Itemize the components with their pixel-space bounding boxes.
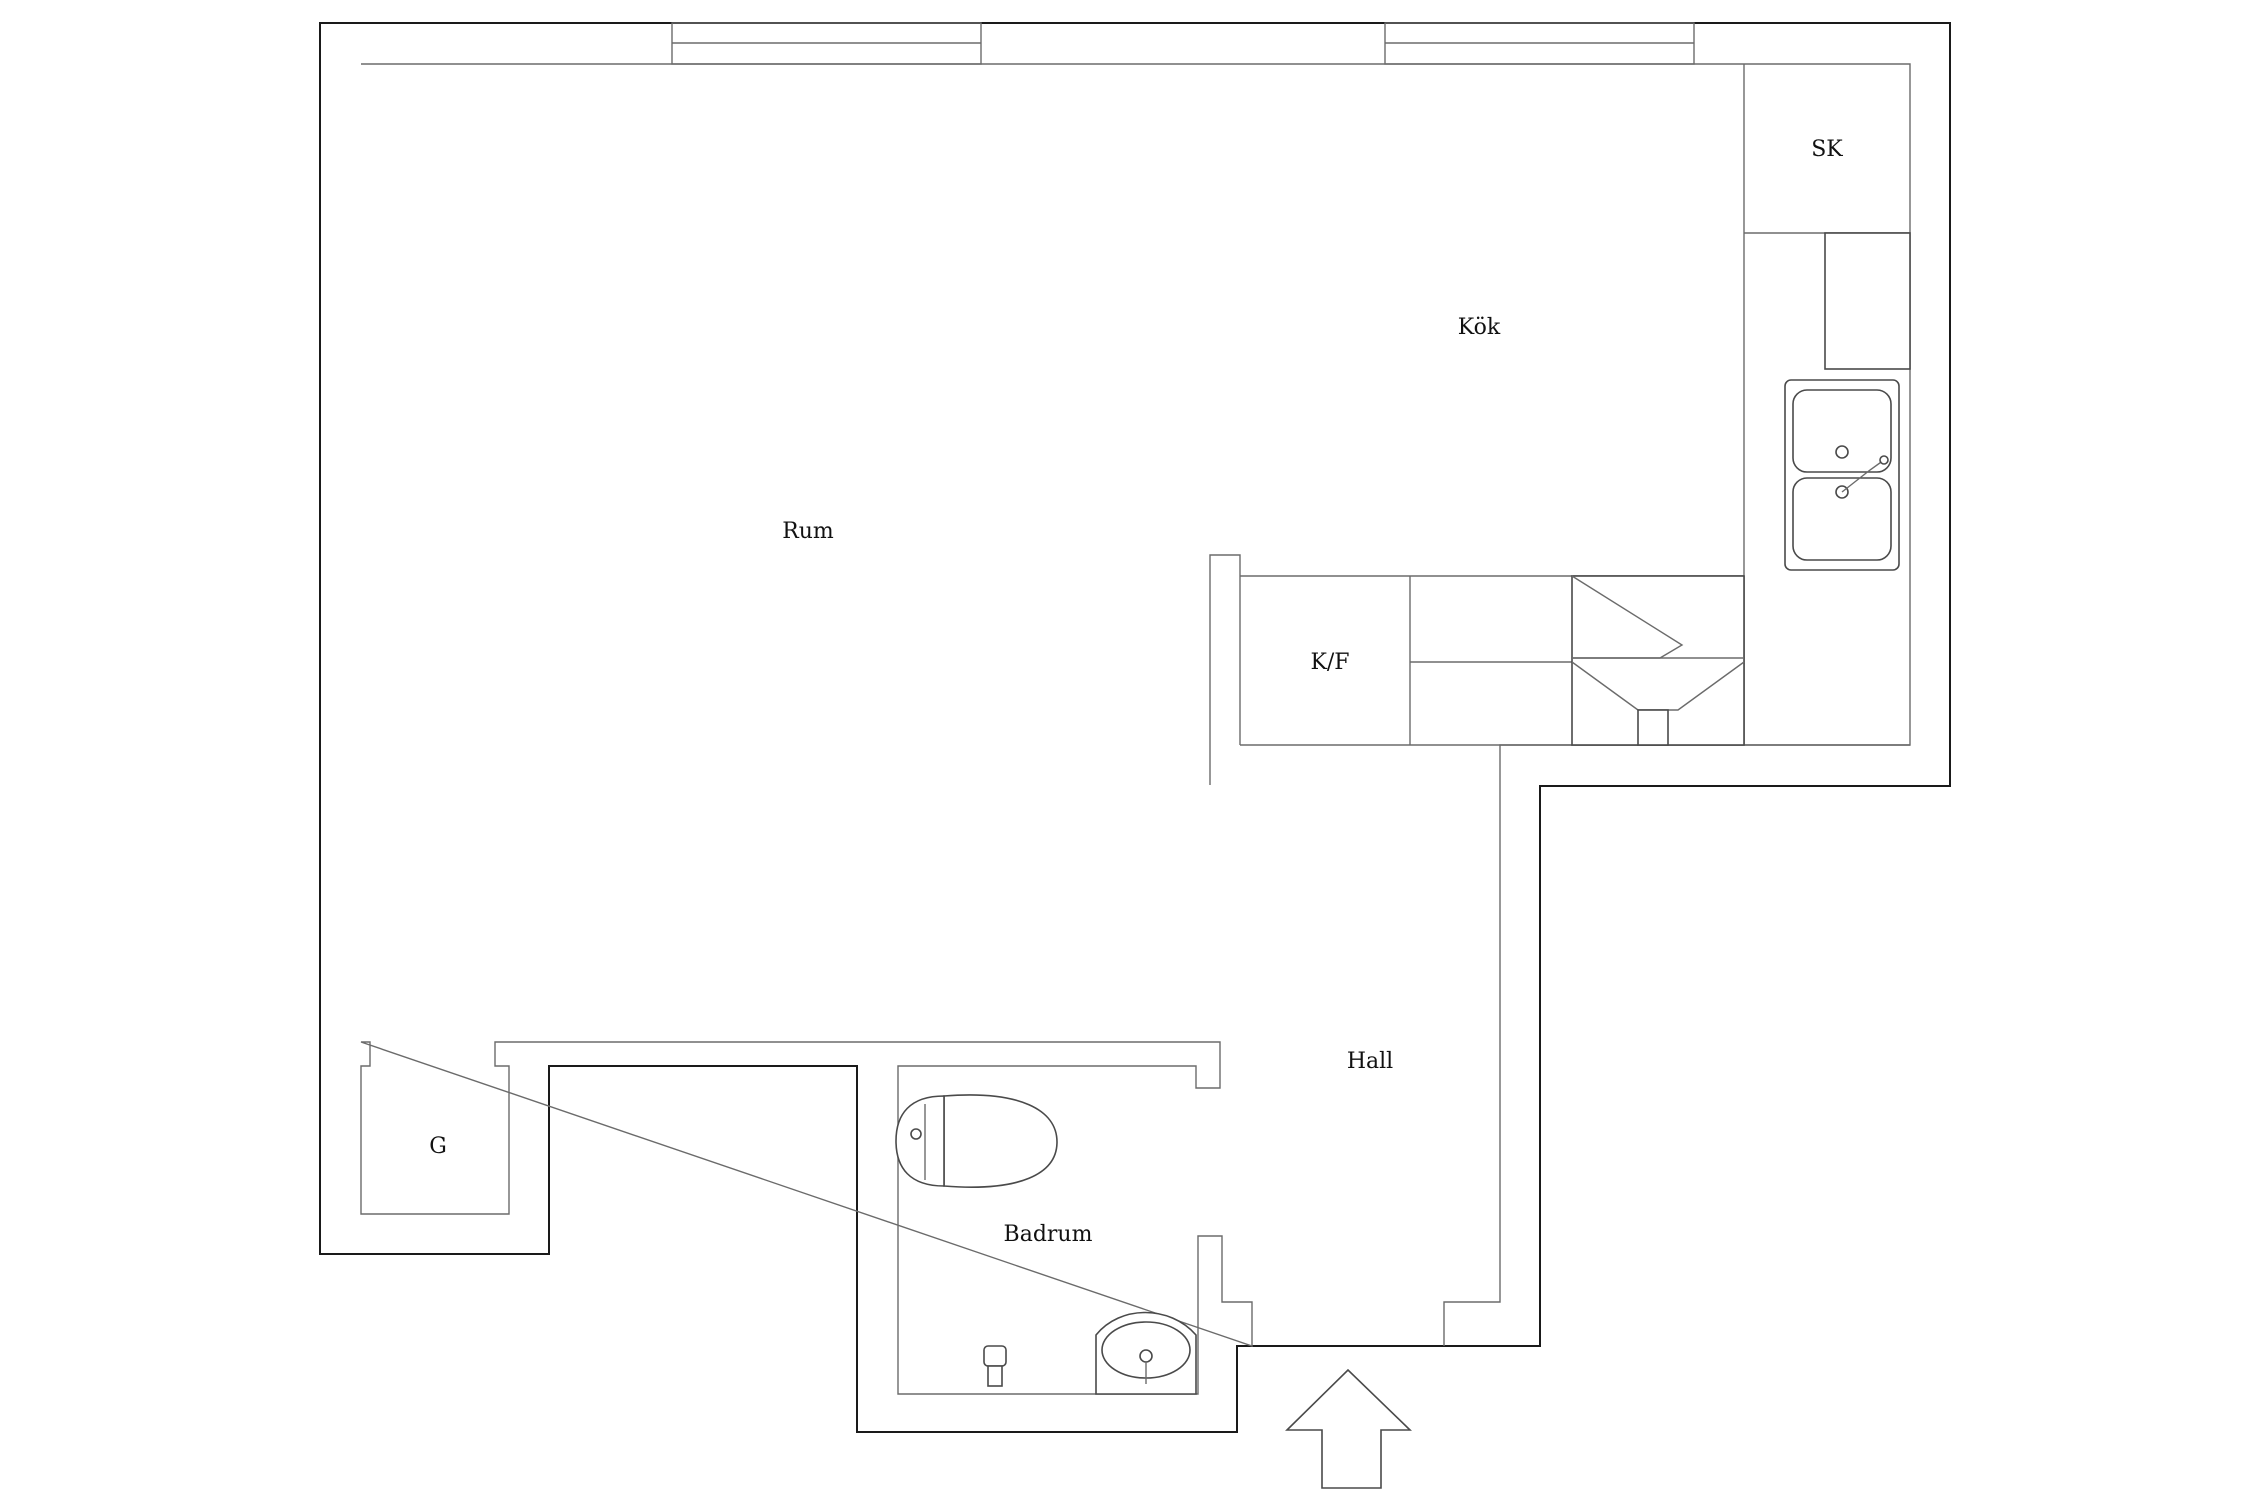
toilet-icon bbox=[895, 1094, 1058, 1188]
kitchen-cabinet bbox=[1824, 232, 1911, 370]
dishwasher-icon bbox=[1571, 575, 1745, 746]
shower-tap-icon bbox=[983, 1345, 1007, 1387]
room-label-hall: Hall bbox=[1347, 1049, 1393, 1074]
room-label-rum: Rum bbox=[782, 519, 834, 544]
room-label-kok: Kök bbox=[1458, 315, 1501, 340]
room-label-badrum: Badrum bbox=[1004, 1222, 1093, 1247]
window-left bbox=[671, 22, 982, 65]
room-label-g: G bbox=[429, 1134, 447, 1159]
window-right bbox=[1384, 22, 1695, 65]
entrance-arrow-icon bbox=[1285, 1368, 1412, 1489]
bathroom-sink-icon bbox=[1095, 1311, 1197, 1395]
room-label-kf: K/F bbox=[1310, 650, 1349, 675]
outer-wall bbox=[319, 22, 1951, 1433]
kitchen-sink-icon bbox=[1784, 379, 1900, 571]
room-label-sk: SK bbox=[1811, 137, 1843, 162]
